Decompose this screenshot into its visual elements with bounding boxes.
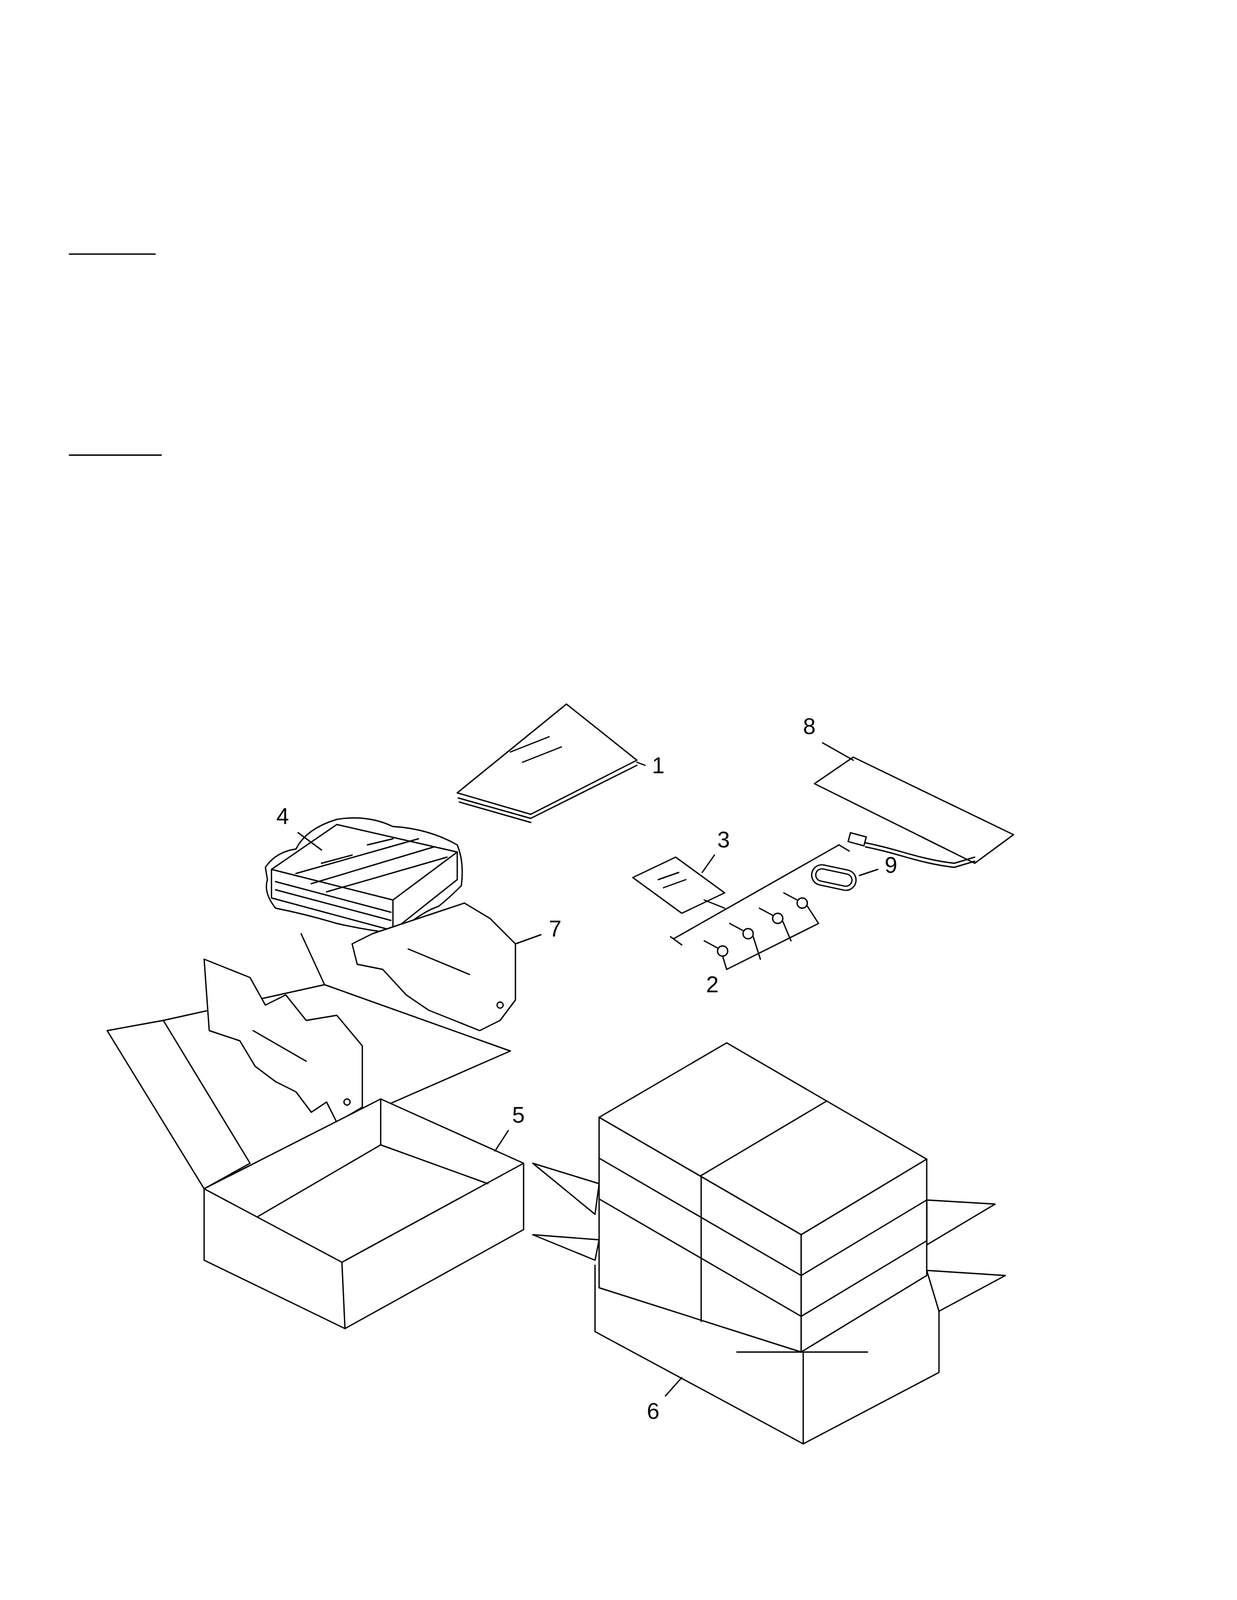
accessory-kit (632, 845, 878, 970)
callout-number: 5 (512, 1104, 525, 1127)
callout-number: 6 (646, 1400, 660, 1423)
callout-number: 8 (802, 715, 816, 739)
harness-bag (814, 743, 1014, 868)
underline (69, 454, 162, 456)
callout-number: 9 (884, 854, 898, 877)
shipping-carton (532, 1043, 1006, 1445)
manual (457, 704, 646, 823)
cardboard-insert (163, 903, 542, 1123)
callout-number: 3 (717, 828, 730, 852)
unit-box (107, 1020, 524, 1330)
underline (69, 253, 156, 255)
callout-number: 4 (276, 805, 289, 828)
callout-number: 2 (706, 973, 719, 997)
callout-number: 7 (548, 917, 562, 941)
callout-number: 1 (651, 754, 665, 778)
